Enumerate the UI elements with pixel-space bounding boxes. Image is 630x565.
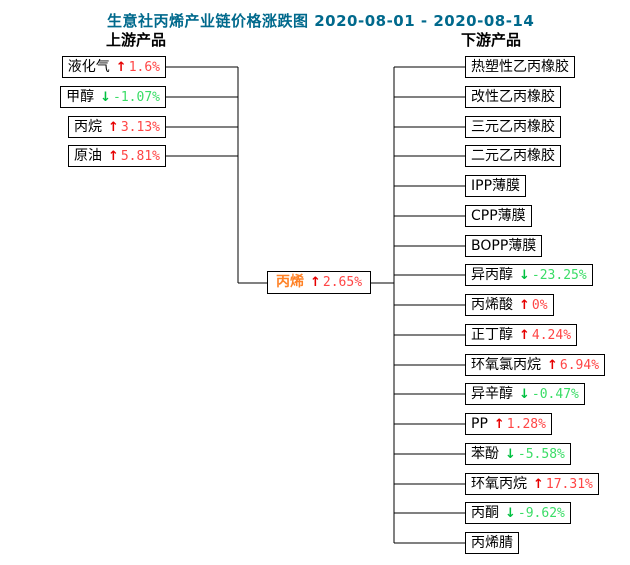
downstream-product-node: 异丙醇 ↓-23.25%	[465, 264, 593, 286]
up-arrow-icon: ↑	[533, 477, 544, 492]
downstream-product-node: 丙酮 ↓-9.62%	[465, 502, 571, 524]
change-percent: 1.6%	[128, 60, 160, 75]
up-arrow-icon: ↑	[519, 298, 530, 313]
down-arrow-icon: ↓	[100, 90, 112, 105]
down-arrow-icon: ↓	[505, 506, 516, 521]
product-name: 环氧氯丙烷	[471, 357, 541, 373]
downstream-product-node: PP ↑1.28%	[465, 413, 552, 435]
upstream-product-node: 甲醇 ↓-1.07%	[60, 86, 166, 108]
product-name: IPP薄膜	[471, 178, 521, 194]
product-name: 丙酮	[471, 505, 499, 521]
upstream-column-label: 上游产品	[106, 31, 167, 49]
down-arrow-icon: ↓	[505, 447, 516, 462]
change-percent: 4.24%	[531, 328, 572, 343]
product-name: 丙烷	[73, 119, 102, 135]
upstream-product-node: 丙烷 ↑3.13%	[67, 116, 166, 138]
downstream-product-node: IPP薄膜	[465, 175, 527, 197]
up-arrow-icon: ↑	[310, 275, 321, 290]
up-arrow-icon: ↑	[107, 149, 119, 164]
up-arrow-icon: ↑	[547, 358, 558, 373]
down-arrow-icon: ↓	[519, 387, 530, 402]
chart-title: 生意社丙烯产业链价格涨跌图 2020-08-01 - 2020-08-14	[107, 12, 535, 30]
downstream-product-node: 环氧氯丙烷 ↑6.94%	[465, 354, 606, 376]
downstream-product-node: 正丁醇 ↑4.24%	[465, 324, 578, 346]
product-name: 异丙醇	[471, 267, 513, 283]
up-arrow-icon: ↑	[107, 120, 119, 135]
product-name: BOPP薄膜	[471, 238, 537, 254]
downstream-product-node: 异辛醇 ↓-0.47%	[465, 383, 585, 405]
upstream-product-node: 液化气 ↑1.6%	[61, 56, 166, 78]
downstream-product-node: BOPP薄膜	[465, 235, 543, 257]
product-name: 改性乙丙橡胶	[471, 89, 555, 105]
change-percent: -0.47%	[531, 387, 579, 402]
product-name: 丙烯酸	[471, 297, 513, 313]
product-name: 正丁醇	[471, 327, 513, 343]
change-percent: 6.94%	[559, 358, 600, 373]
change-percent: 1.28%	[506, 417, 546, 432]
downstream-product-node: 改性乙丙橡胶	[465, 86, 561, 108]
product-name: 异辛醇	[471, 386, 513, 402]
product-name: 原油	[73, 148, 102, 164]
product-name: 丙烯腈	[471, 535, 513, 551]
change-percent: 17.31%	[545, 477, 593, 492]
downstream-product-node: 环氧丙烷 ↑17.31%	[465, 473, 599, 495]
product-name: CPP薄膜	[471, 208, 526, 224]
downstream-product-node: 热塑性乙丙橡胶	[465, 56, 575, 78]
change-percent: -1.07%	[113, 90, 160, 105]
product-name: 环氧丙烷	[471, 476, 527, 492]
product-name: 甲醇	[66, 89, 95, 105]
downstream-product-node: 三元乙丙橡胶	[465, 116, 561, 138]
center-product-node: 丙烯 ↑2.65%	[267, 271, 372, 294]
change-percent: 0%	[531, 298, 548, 313]
change-percent: -9.62%	[517, 506, 565, 521]
up-arrow-icon: ↑	[115, 60, 127, 75]
down-arrow-icon: ↓	[519, 268, 530, 283]
upstream-product-node: 原油 ↑5.81%	[67, 145, 166, 167]
up-arrow-icon: ↑	[493, 417, 505, 432]
product-name: 二元乙丙橡胶	[471, 148, 555, 164]
downstream-product-node: CPP薄膜	[465, 205, 532, 227]
change-percent: -5.58%	[517, 447, 565, 462]
downstream-product-node: 二元乙丙橡胶	[465, 145, 561, 167]
change-percent: 5.81%	[120, 149, 160, 164]
product-name: 三元乙丙橡胶	[471, 119, 555, 135]
downstream-product-node: 丙烯酸 ↑0%	[465, 294, 554, 316]
change-percent: 3.13%	[120, 120, 160, 135]
downstream-product-node: 丙烯腈	[465, 532, 519, 554]
downstream-column-label: 下游产品	[461, 31, 522, 49]
change-percent: -23.25%	[531, 268, 587, 283]
up-arrow-icon: ↑	[519, 328, 530, 343]
product-name: 苯酚	[471, 446, 499, 462]
product-name: 丙烯	[276, 274, 304, 290]
change-percent: 2.65%	[322, 275, 363, 290]
product-name: 液化气	[67, 59, 110, 75]
downstream-product-node: 苯酚 ↓-5.58%	[465, 443, 571, 465]
product-name: PP	[471, 416, 488, 432]
product-name: 热塑性乙丙橡胶	[471, 59, 569, 75]
